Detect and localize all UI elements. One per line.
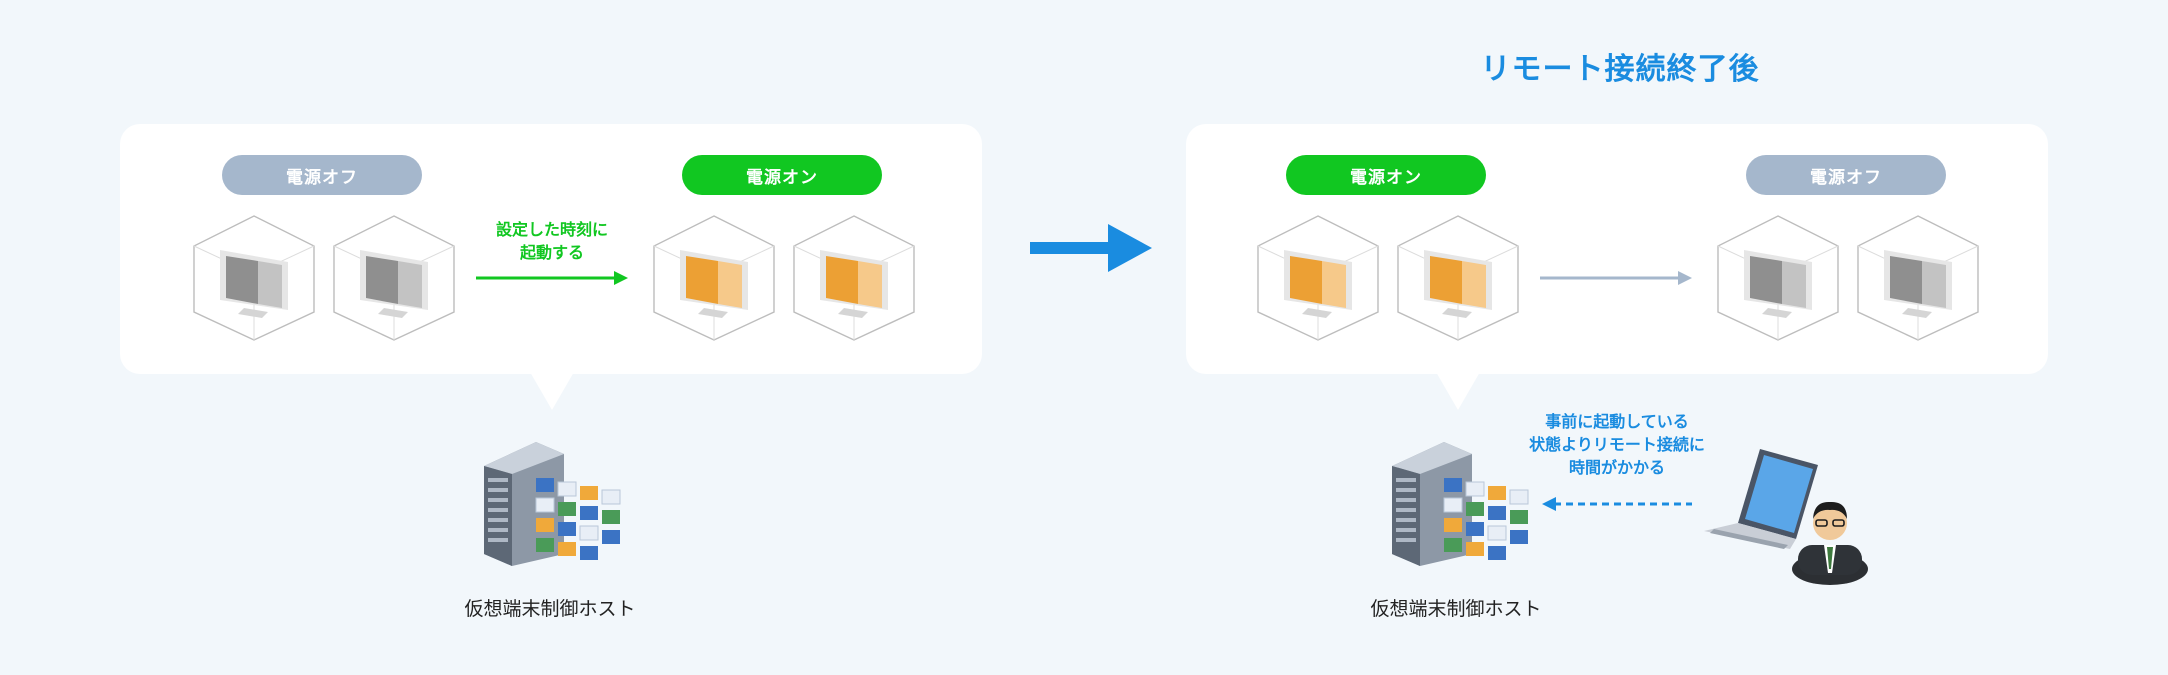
laptop-user-icon	[1704, 449, 1868, 585]
right-host-label: 仮想端末制御ホスト	[1370, 598, 1542, 620]
pc-off-icon	[1857, 215, 1979, 341]
right-transition-arrow	[1540, 271, 1692, 285]
page-title: リモート接続終了後	[1480, 52, 1760, 87]
right-arrow-note-line3: 時間がかかる	[1568, 458, 1665, 477]
left-callout-tail	[530, 372, 574, 410]
pc-on-icon	[1397, 215, 1519, 341]
left-power-on-badge: 電源オン	[682, 155, 882, 195]
left-arrow-note-line1: 設定した時刻に	[495, 220, 608, 239]
left-arrow-note-line2: 起動する	[519, 243, 584, 262]
pc-on-icon	[793, 215, 915, 341]
right-arrow-note: 事前に起動している 状態よりリモート接続に 時間がかかる	[1492, 410, 1742, 479]
big-transition-arrow	[1030, 224, 1152, 272]
server-icon	[483, 441, 621, 567]
right-power-on-badge: 電源オン	[1286, 155, 1486, 195]
right-power-off-badge: 電源オフ	[1746, 155, 1946, 195]
left-power-off-badge: 電源オフ	[222, 155, 422, 195]
pc-on-icon	[1257, 215, 1379, 341]
left-host-label: 仮想端末制御ホスト	[464, 598, 636, 620]
pc-off-icon	[1717, 215, 1839, 341]
pc-on-icon	[653, 215, 775, 341]
pc-off-icon	[193, 215, 315, 341]
right-arrow-note-line2: 状態よりリモート接続に	[1529, 435, 1705, 454]
right-arrow-note-line1: 事前に起動している	[1545, 412, 1689, 431]
pc-off-icon	[333, 215, 455, 341]
left-transition-arrow	[476, 271, 628, 285]
right-callout-tail	[1436, 372, 1480, 410]
remote-connection-arrow	[1542, 497, 1692, 511]
left-arrow-note: 設定した時刻に 起動する	[452, 218, 652, 264]
